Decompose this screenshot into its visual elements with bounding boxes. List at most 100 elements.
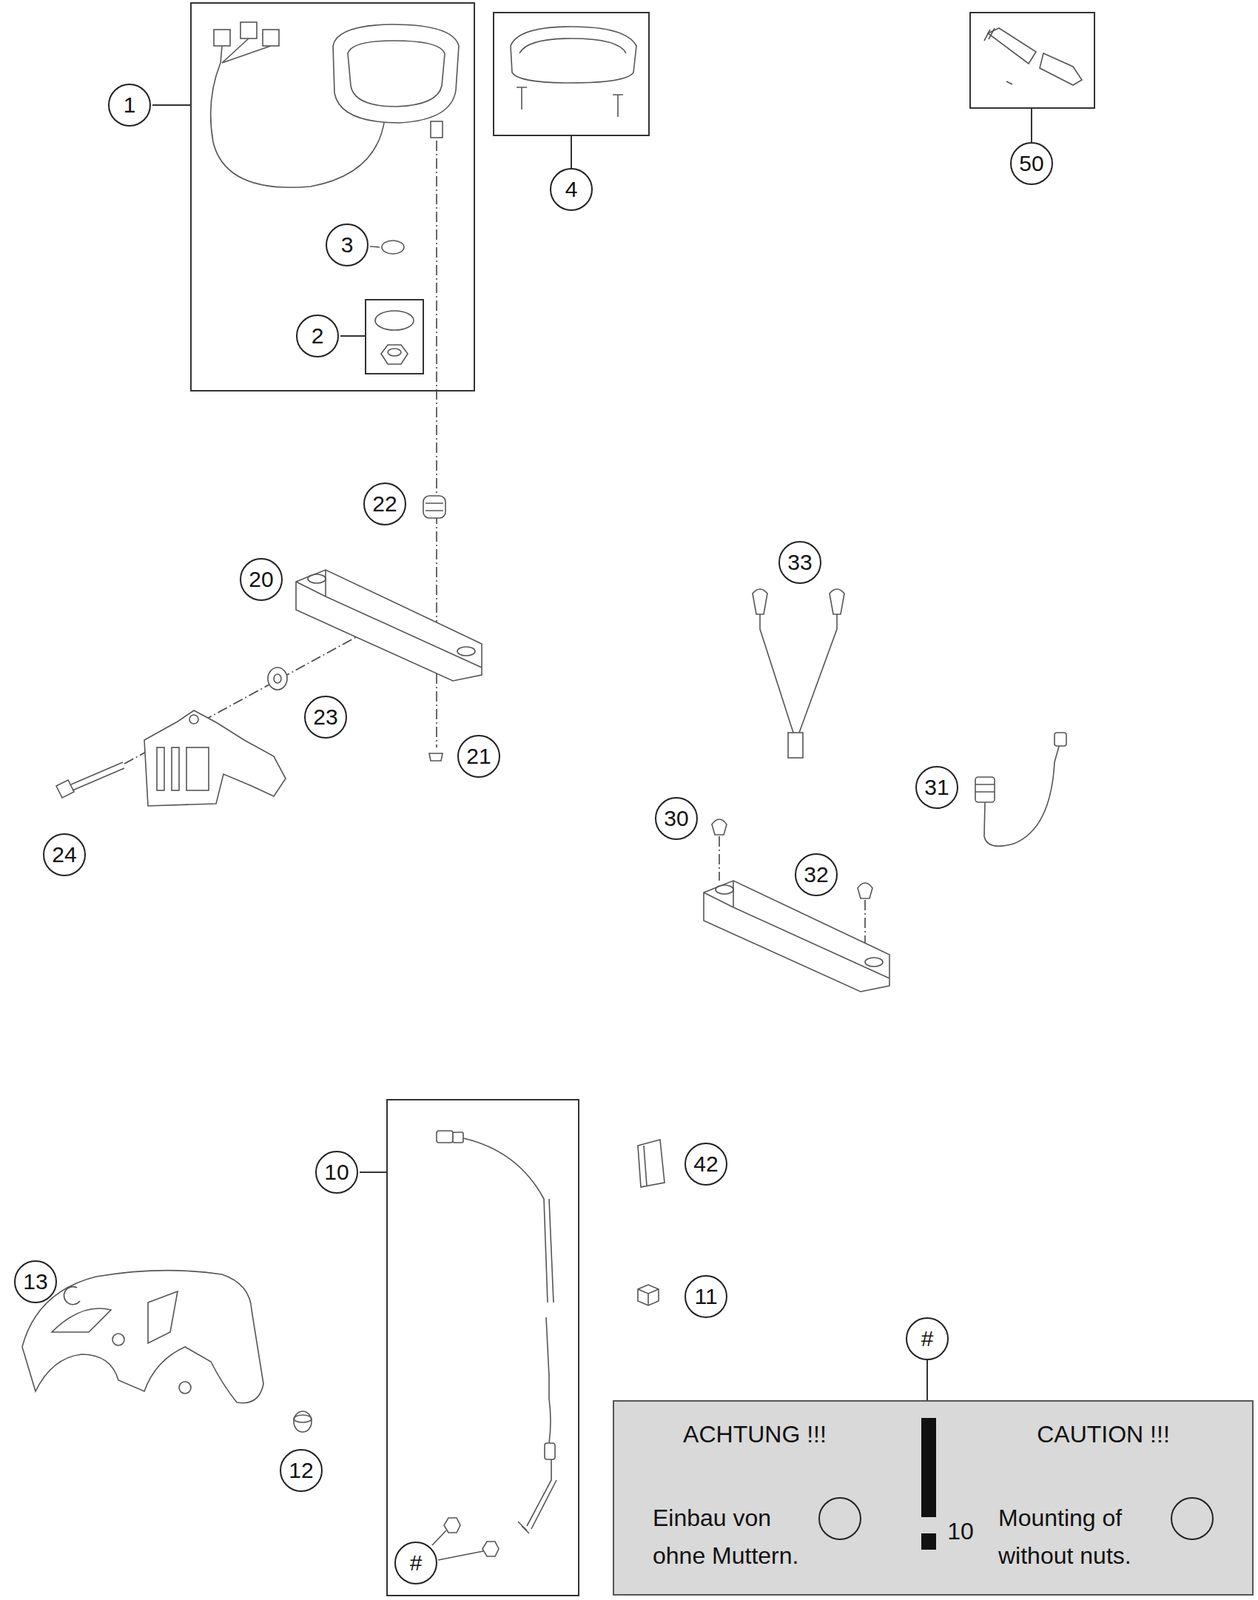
bracket-illustration xyxy=(144,710,286,806)
callout-number: 10 xyxy=(818,1497,862,1540)
leader-line xyxy=(152,104,191,106)
speed-sensor-cable-illustration xyxy=(452,1132,464,1143)
bracket-illustration xyxy=(156,747,165,791)
callout-text: 1 xyxy=(123,93,137,117)
bracket-illustration xyxy=(144,710,286,806)
speed-sensor-cable-illustration xyxy=(544,1443,555,1460)
callout-text: 31 xyxy=(924,776,949,799)
callout-text: 30 xyxy=(663,807,689,830)
holder-illustration xyxy=(296,569,482,681)
brake-guard-illustration xyxy=(112,1333,125,1346)
clip-illustration xyxy=(643,1145,647,1186)
ignition-lock-illustration xyxy=(1039,53,1082,86)
callout-number: 11 xyxy=(684,1275,728,1318)
pushbutton-wire-illustration xyxy=(759,614,837,733)
nut-illustration xyxy=(444,1517,499,1557)
callout-text: 2 xyxy=(311,324,325,348)
pin-illustration xyxy=(857,882,873,899)
holder-illustration xyxy=(296,569,482,668)
speed-sensor-cable-illustration xyxy=(526,1459,557,1529)
speedometer-illustration xyxy=(333,24,459,123)
callout-number: 2 xyxy=(296,314,339,358)
caution-text: ohne Muttern. xyxy=(652,1542,799,1570)
sensor-illustration xyxy=(984,743,1060,846)
callout-number: 21 xyxy=(457,734,501,778)
part-2-illustration xyxy=(387,348,402,356)
part-11-illustration xyxy=(637,1284,659,1306)
part-21-illustration xyxy=(429,753,443,761)
holder-32-illustration xyxy=(703,880,890,992)
sensor-illustration xyxy=(975,784,995,792)
part-22-illustration xyxy=(425,503,444,511)
assembly-axis xyxy=(124,140,437,764)
pin-illustration xyxy=(711,819,727,835)
bracket-illustration xyxy=(189,714,199,724)
holder-32-illustration xyxy=(715,885,734,894)
speed-sensor-cable-illustration xyxy=(549,1376,551,1443)
callout-number: 50 xyxy=(1010,142,1054,185)
part-2-illustration xyxy=(375,310,414,331)
brake-guard-illustration xyxy=(22,1270,264,1404)
callout-text: 23 xyxy=(313,705,338,729)
cover-illustration xyxy=(510,26,637,83)
bushing-illustration xyxy=(293,1411,312,1432)
brake-guard-illustration xyxy=(22,1270,264,1404)
part-23-illustration xyxy=(267,667,288,690)
circlip-illustration xyxy=(64,1286,80,1305)
leader-line xyxy=(1030,108,1033,143)
brake-guard-illustration xyxy=(179,1381,191,1394)
part-23-illustration xyxy=(273,674,282,684)
callout-number: 33 xyxy=(778,540,822,584)
holder-32-illustration xyxy=(703,880,890,979)
group-box xyxy=(365,299,424,374)
leader-line xyxy=(152,105,1032,1560)
callout-text: 10 xyxy=(324,1161,349,1184)
bushing-illustration xyxy=(293,1414,312,1423)
speedometer-illustration xyxy=(430,121,443,138)
leader-line xyxy=(432,1530,447,1546)
callout-number: 30 xyxy=(654,796,698,840)
bolt-illustration xyxy=(56,779,74,798)
clip-illustration xyxy=(637,1139,665,1187)
nut-illustration xyxy=(444,1517,461,1533)
group-box xyxy=(190,2,1095,1596)
callout-text: 22 xyxy=(372,492,397,516)
pushbutton-wire-illustration xyxy=(752,589,768,615)
holder-illustration xyxy=(307,574,326,584)
holder-32-illustration xyxy=(865,957,883,967)
holder-32-illustration xyxy=(703,880,890,992)
caution-text: without nuts. xyxy=(998,1542,1132,1570)
part-2-illustration xyxy=(381,344,408,365)
caution-text: Mounting of xyxy=(998,1504,1122,1532)
sensor-illustration xyxy=(1054,732,1067,746)
holder-illustration xyxy=(296,569,482,681)
sensor-illustration xyxy=(975,732,1067,846)
speedometer-illustration xyxy=(213,29,231,46)
callout-number: 24 xyxy=(42,833,86,877)
part-22-illustration xyxy=(423,495,446,518)
ignition-lock-illustration xyxy=(987,28,1036,64)
exclamation-symbol xyxy=(921,1533,937,1550)
leader-line xyxy=(370,246,380,248)
callout-text: # xyxy=(409,1551,423,1574)
clip-illustration xyxy=(637,1139,665,1187)
part-22-illustration xyxy=(423,495,446,518)
speed-sensor-cable-illustration xyxy=(436,1130,453,1143)
caution-text: CAUTION !!! xyxy=(1036,1420,1170,1449)
group-box xyxy=(970,12,1095,109)
bracket-illustration xyxy=(186,747,209,791)
callout-number: 20 xyxy=(239,557,283,601)
callout-number: 42 xyxy=(684,1142,728,1186)
callout-number: 12 xyxy=(279,1448,323,1492)
circlip-illustration xyxy=(64,1286,80,1305)
speedometer-illustration xyxy=(347,40,445,107)
callout-text: 20 xyxy=(248,568,274,591)
pushbutton-wire-illustration xyxy=(752,589,845,758)
part-11-illustration xyxy=(637,1289,659,1306)
callout-text: 3 xyxy=(341,233,354,257)
cover-illustration xyxy=(516,87,624,117)
callout-text: 42 xyxy=(693,1152,718,1176)
